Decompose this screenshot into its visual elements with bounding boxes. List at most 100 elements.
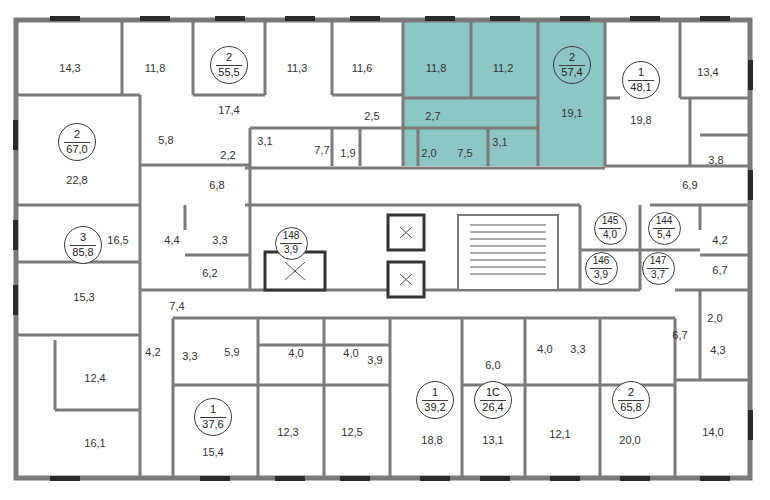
- room-area: 7,5: [457, 148, 472, 159]
- apartment-area: 65,8: [620, 402, 641, 414]
- circle-divider: [628, 80, 653, 81]
- room-area: 17,4: [218, 105, 239, 116]
- circle-divider: [647, 268, 669, 269]
- room-count: 148: [283, 231, 300, 242]
- room-area: 7,4: [169, 301, 184, 312]
- room-area: 13,4: [697, 67, 718, 78]
- room-area: 3,3: [182, 351, 197, 362]
- room-area: 12,4: [84, 373, 105, 384]
- room-count: 2: [628, 387, 634, 399]
- room-area: 2,7: [425, 111, 440, 122]
- room-area: 18,8: [421, 435, 442, 446]
- apartment-area: 26,4: [482, 402, 503, 414]
- apartment-area: 55,5: [218, 67, 239, 79]
- room-area: 4,0: [537, 344, 552, 355]
- room-area: 4,0: [343, 348, 358, 359]
- apartment-area: 3,9: [284, 245, 298, 256]
- room-count: 2: [569, 52, 575, 64]
- room-area: 6,8: [209, 180, 224, 191]
- apartment-area: 48,1: [630, 82, 651, 94]
- room-area: 14,0: [702, 427, 723, 438]
- storage-circle: 1483,9: [275, 227, 308, 260]
- room-count: 3: [80, 232, 86, 244]
- room-count: 144: [656, 216, 673, 227]
- room-area: 11,2: [493, 63, 514, 74]
- room-area: 3,1: [492, 137, 507, 148]
- apartment-area: 85,8: [72, 247, 93, 259]
- highlight-apartment: [403, 20, 605, 166]
- room-count: 145: [602, 216, 619, 227]
- room-area: 2,5: [364, 111, 379, 122]
- circle-divider: [590, 268, 612, 269]
- circle-divider: [599, 228, 621, 229]
- circle-divider: [200, 417, 225, 418]
- apartment-circle: 139,2: [416, 381, 454, 419]
- room-area: 3,1: [257, 136, 272, 147]
- room-area: 1,9: [340, 148, 355, 159]
- room-area: 4,3: [710, 345, 725, 356]
- room-area: 4,0: [288, 348, 303, 359]
- apartment-circle: 255,5: [210, 46, 248, 84]
- room-count: 146: [593, 256, 610, 267]
- room-area: 11,8: [426, 63, 447, 74]
- storage-circle: 1473,7: [642, 252, 675, 285]
- apartment-area: 39,2: [424, 402, 445, 414]
- circle-divider: [216, 65, 241, 66]
- room-area: 3,9: [367, 355, 382, 366]
- room-area: 6,7: [672, 330, 687, 341]
- room-count: 1: [638, 67, 644, 79]
- room-area: 14,3: [59, 63, 80, 74]
- apartment-area: 3,9: [594, 270, 608, 281]
- room-area: 12,5: [341, 427, 362, 438]
- room-area: 4,4: [164, 235, 179, 246]
- room-area: 6,7: [712, 265, 727, 276]
- core: [265, 215, 558, 297]
- room-area: 6,0: [485, 360, 500, 371]
- apartment-circle: 1С 26,4: [474, 381, 512, 419]
- apartment-area: 57,4: [561, 67, 582, 79]
- apartment-area: 37,6: [202, 419, 223, 431]
- room-area: 15,3: [73, 292, 94, 303]
- room-area: 22,8: [66, 175, 87, 186]
- apartment-circle: 265,8: [612, 381, 650, 419]
- room-area: 16,1: [84, 438, 105, 449]
- room-count: 1С: [486, 387, 500, 399]
- room-area: 11,6: [352, 63, 373, 74]
- room-count: 1: [210, 404, 216, 416]
- circle-divider: [653, 228, 675, 229]
- room-area: 6,2: [202, 268, 217, 279]
- room-area: 13,1: [482, 435, 503, 446]
- room-area: 16,5: [107, 235, 128, 246]
- room-area: 7,7: [314, 145, 329, 156]
- apartment-area: 67,0: [66, 144, 87, 156]
- circle-divider: [280, 243, 302, 244]
- apartment-circle: 148,1: [622, 61, 660, 99]
- apartment-area: 5,4: [657, 230, 671, 241]
- circle-divider: [422, 400, 447, 401]
- circle-divider: [618, 400, 643, 401]
- windows: [13, 16, 753, 481]
- apartment-circle: 267,0: [58, 123, 96, 161]
- room-area: 3,3: [570, 344, 585, 355]
- apartment-circle: 257,4: [553, 46, 591, 84]
- apartment-area: 3,7: [651, 270, 665, 281]
- room-count: 147: [650, 256, 667, 267]
- room-area: 11,3: [287, 63, 308, 74]
- room-area: 4,2: [145, 347, 160, 358]
- room-area: 15,4: [202, 447, 223, 458]
- room-area: 12,3: [277, 427, 298, 438]
- walls: [16, 20, 750, 478]
- room-area: 19,8: [630, 115, 651, 126]
- room-area: 3,8: [708, 155, 723, 166]
- stair-steps: [285, 225, 546, 285]
- room-count: 2: [74, 129, 80, 141]
- room-area: 12,1: [549, 429, 570, 440]
- room-area: 5,9: [224, 347, 239, 358]
- circle-divider: [64, 142, 89, 143]
- room-area: 19,1: [561, 108, 582, 119]
- room-area: 2,2: [220, 150, 235, 161]
- room-area: 5,8: [158, 135, 173, 146]
- apartment-circle: 137,6: [194, 398, 232, 436]
- storage-circle: 1463,9: [585, 252, 618, 285]
